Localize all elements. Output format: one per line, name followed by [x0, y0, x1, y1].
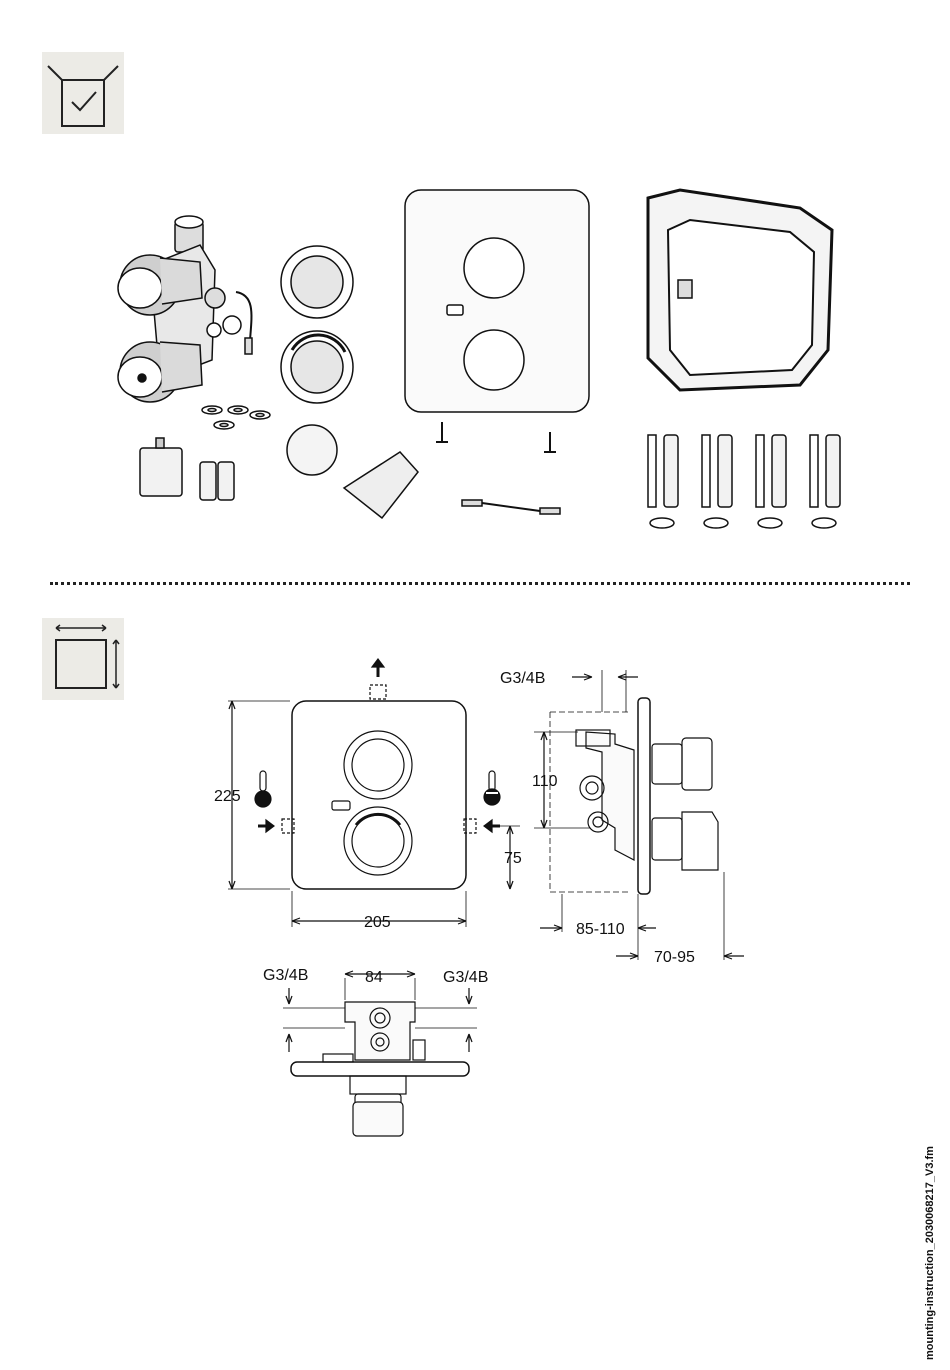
bolts-illustration	[648, 435, 840, 528]
dim-bottom-thread-right-label: G3/4B	[443, 969, 488, 986]
knob-top	[344, 731, 412, 799]
front-view-drawing: 225 205 75	[210, 655, 530, 935]
screws-illustration	[436, 422, 556, 452]
side-view-drawing: G3/4B 110 85-110 70-95	[490, 660, 760, 970]
bottom-view-drawing: G3/4B 84 G3/4B	[255, 960, 515, 1150]
file-name-label: mounting-instruction_2030068217_V3.fm	[924, 1060, 944, 1360]
cable-illustration	[462, 500, 560, 514]
dim-side-thread-label: G3/4B	[500, 670, 545, 687]
knob-bottom	[344, 807, 412, 875]
dim-height-label: 225	[214, 788, 241, 805]
parts-illustration	[100, 180, 860, 550]
sachet-illustration	[344, 452, 418, 518]
hot-thermometer-icon	[255, 771, 271, 807]
sensor-window	[332, 801, 350, 810]
section-separator	[50, 582, 910, 585]
dim-cover-depth-label: 70-95	[654, 949, 695, 966]
dim-bottom-thread-left-label: G3/4B	[263, 967, 308, 984]
dim-side-spacing-label: 110	[532, 773, 558, 790]
dim-bottom-spacing-label: 84	[365, 969, 383, 986]
box-checkmark-icon	[42, 52, 124, 134]
valve-body-illustration	[118, 216, 252, 402]
dimensions-square-icon	[42, 618, 124, 700]
dim-body-depth-label: 85-110	[576, 921, 625, 938]
gaskets-illustration	[202, 406, 270, 429]
bottom-wall-plate	[291, 1062, 469, 1076]
cover-plate-illustration	[405, 190, 589, 412]
battery-illustration	[140, 438, 234, 500]
cover-plate-outline	[292, 701, 466, 889]
wall-plate	[638, 698, 650, 894]
rosettes-illustration	[281, 246, 353, 475]
dim-width-label: 205	[364, 914, 391, 931]
mounting-frame-illustration	[648, 190, 832, 390]
